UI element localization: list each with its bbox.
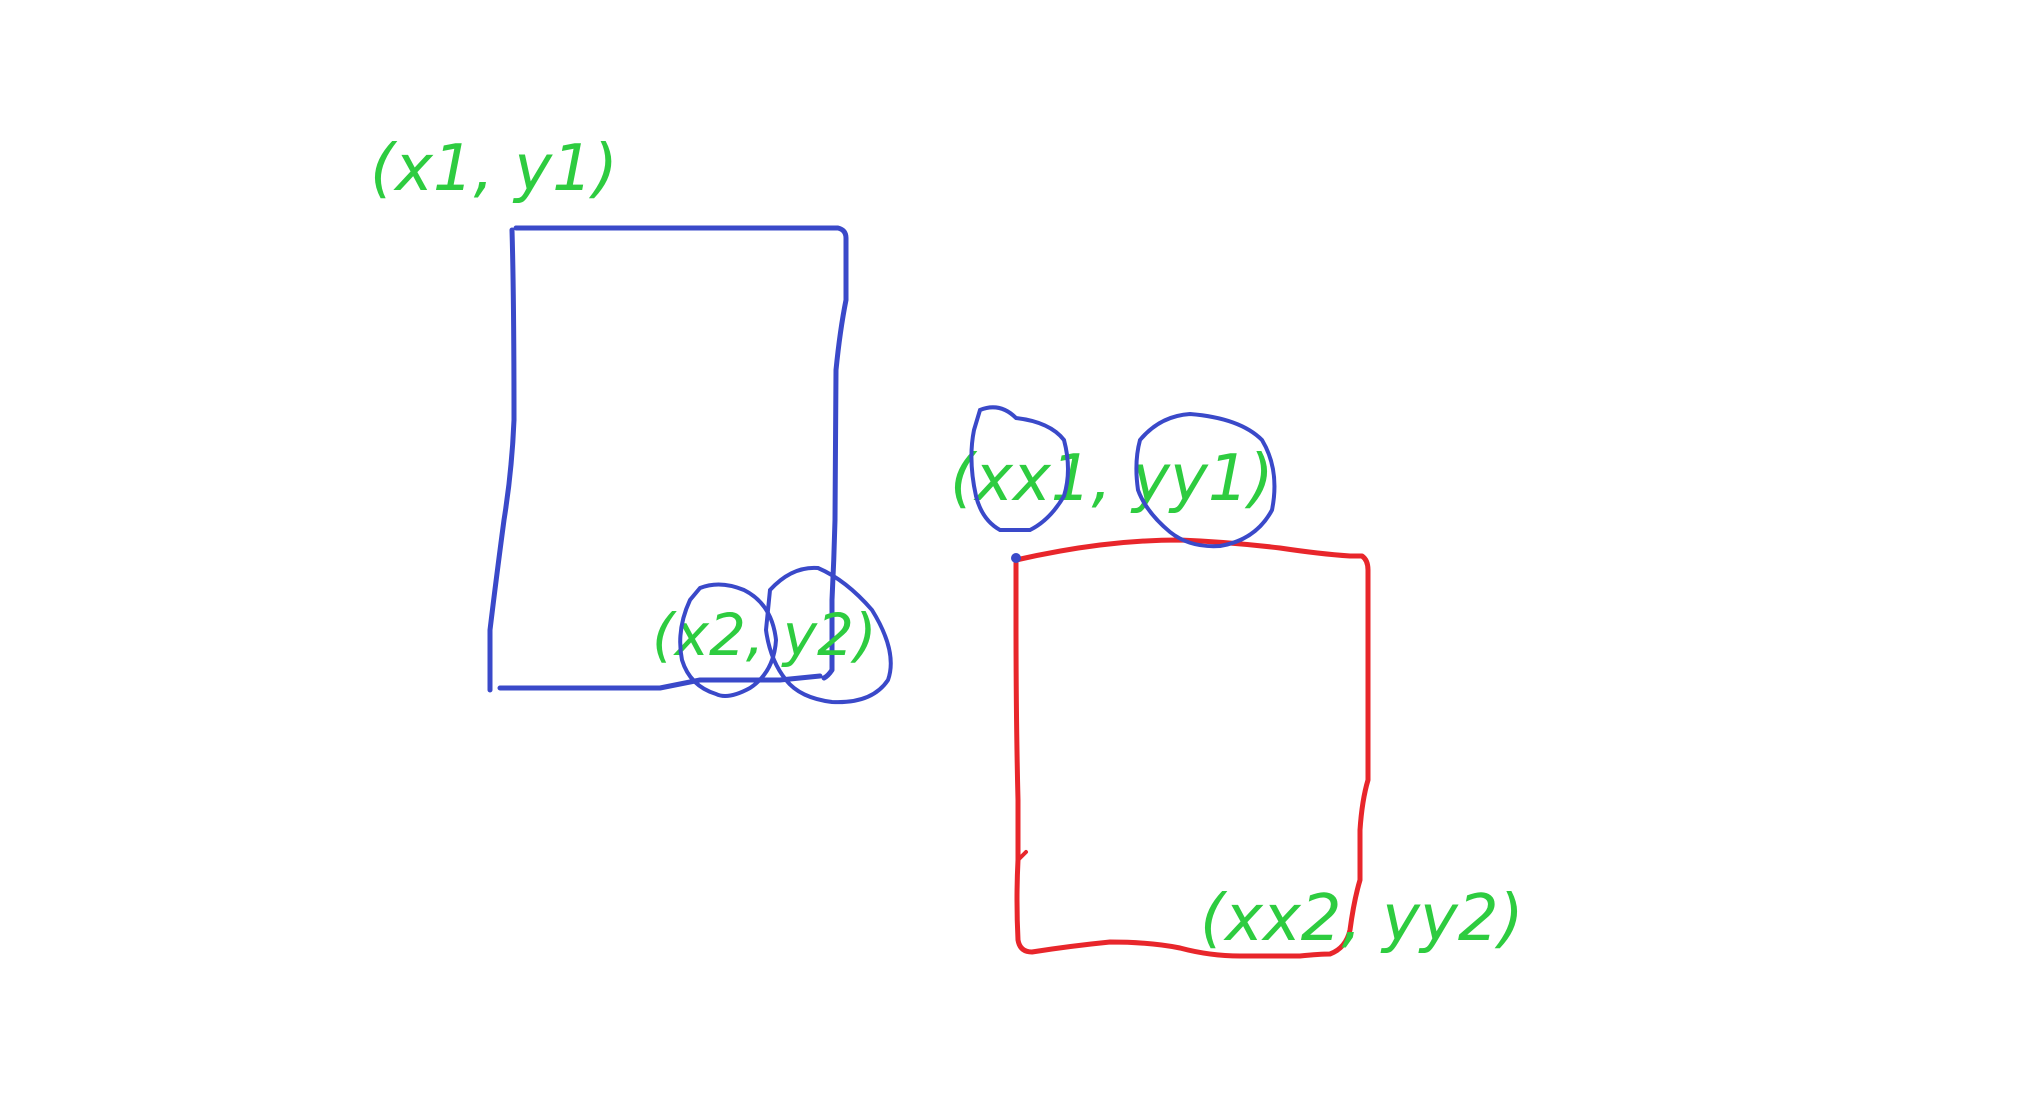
box-b-corner-dot [1011,553,1021,563]
circle-y2-scribble [763,565,893,705]
circle-xx1-scribble [969,405,1070,532]
box-b-bottom-right-label: (xx2, yy2) [1200,882,1524,956]
box-a-bottom-right-label: (x2, y2) [652,601,877,669]
box-b-tick [1016,850,1028,862]
circle-x2-scribble [678,582,779,698]
circle-yy1-scribble [1134,411,1277,549]
box-b-top-left-label: (xx1, yy1) [950,442,1274,516]
box-b-outline [1013,537,1371,959]
box-a-top-left-label: (x1, y1) [370,132,618,206]
box-a-outline [487,225,849,693]
